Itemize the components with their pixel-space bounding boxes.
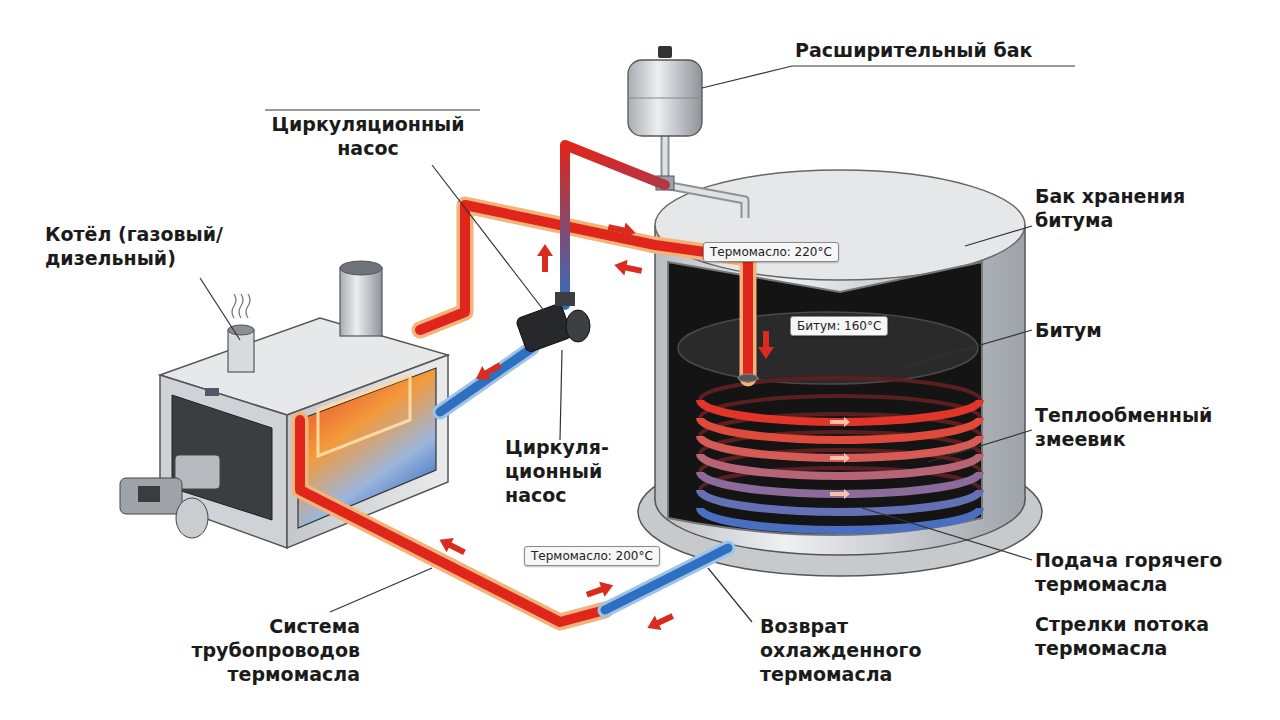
callout-label: Бак хранения битума	[1035, 184, 1255, 232]
leader-line	[560, 350, 562, 440]
flow-arrow	[584, 578, 616, 603]
pump-motor	[566, 310, 590, 342]
leader-line	[708, 568, 752, 622]
flow-arrow	[758, 331, 774, 359]
expansion-tank	[628, 46, 745, 218]
coil-turn	[700, 400, 980, 422]
pump-flange	[555, 292, 575, 306]
boiler	[120, 261, 448, 548]
leader-line	[265, 110, 545, 312]
oil-pipes	[300, 145, 758, 622]
tank-top	[655, 170, 1025, 280]
bitumen-surface	[678, 312, 978, 384]
exhaust-fumes	[232, 294, 250, 318]
leader-line	[702, 66, 1075, 88]
flow-arrow	[607, 219, 638, 240]
flow-arrows	[436, 219, 774, 635]
boiler-front	[160, 375, 287, 548]
coil-arrow	[830, 489, 850, 499]
coil-turn	[700, 418, 980, 440]
callout-label: Котёл (газовый/дизельный)	[45, 222, 295, 270]
coil-turn	[700, 436, 980, 458]
coil-arrow	[830, 453, 850, 463]
heat-exchange-coil	[700, 400, 980, 530]
tank-cutaway	[668, 262, 982, 535]
tank-edge	[1024, 225, 1026, 500]
flow-arrow	[537, 244, 553, 272]
coil-turn	[700, 472, 980, 494]
coil-back	[700, 378, 980, 490]
temperature-tag: Термомасло: 220°C	[703, 242, 839, 262]
coil-arrow	[830, 417, 850, 427]
temperature-tag: Термомасло: 200°C	[524, 546, 660, 566]
leader-line	[928, 430, 1032, 462]
expansion-vessel	[628, 60, 702, 136]
tag-text: Термомасло: 200°C	[531, 549, 653, 563]
return-pipe-sleeve	[440, 348, 532, 412]
callout-label: Подача горячего термомасла	[1035, 548, 1265, 596]
flow-arrow	[644, 609, 676, 635]
return-pipe	[440, 348, 532, 412]
leader-line	[900, 330, 1032, 368]
callout-label: Система трубопроводов термомасла	[160, 614, 360, 686]
tank-edge	[654, 225, 656, 500]
flame-tube	[318, 376, 410, 456]
flow-arrow	[613, 257, 644, 278]
bitumen-tank	[638, 170, 1042, 576]
riser-pipe	[565, 145, 665, 305]
callout-label: Теплообменный змеевик	[1035, 403, 1265, 451]
callout-label: Битум	[1035, 318, 1235, 342]
coil-turn	[700, 508, 980, 530]
leader-line	[862, 508, 1032, 560]
coil-turn	[700, 454, 980, 476]
callout-label: Стрелки потока термомасла	[1035, 612, 1265, 660]
coil-inlet	[738, 374, 758, 382]
temperature-tag: Битум: 160°C	[790, 316, 888, 336]
supply-pipe	[420, 205, 748, 378]
expansion-line	[665, 135, 745, 218]
coil-flow-arrows	[830, 417, 850, 499]
burner-body	[120, 478, 182, 514]
coil-turn	[700, 490, 980, 512]
vessel-seam	[628, 98, 702, 99]
leader-line	[965, 226, 1032, 246]
tag-text: Термомасло: 220°C	[710, 245, 832, 259]
tag-text: Битум: 160°C	[797, 319, 881, 333]
boiler-indicator	[205, 388, 219, 396]
small-chimney	[228, 330, 254, 372]
callout-label: Расширительный бак	[795, 38, 1085, 62]
expansion-line-highlight	[665, 135, 745, 218]
large-chimney-top	[340, 261, 382, 275]
leader-line	[330, 568, 432, 612]
burner-panel	[138, 486, 160, 502]
vessel-cap	[658, 46, 672, 58]
callout-label: Возврат охлажденного термомасла	[760, 614, 950, 686]
leader-line	[200, 278, 240, 340]
flow-arrow	[436, 533, 468, 560]
leader-lines	[200, 66, 1075, 622]
callout-label: Циркуля- ционный насос	[505, 435, 615, 507]
callout-label: Циркуляционный насос	[248, 112, 488, 160]
flow-arrow	[472, 358, 504, 386]
circulation-pump	[515, 292, 590, 353]
large-chimney	[340, 268, 382, 336]
burner-nozzle	[176, 498, 208, 538]
supply-pipe-sleeve	[420, 205, 748, 378]
